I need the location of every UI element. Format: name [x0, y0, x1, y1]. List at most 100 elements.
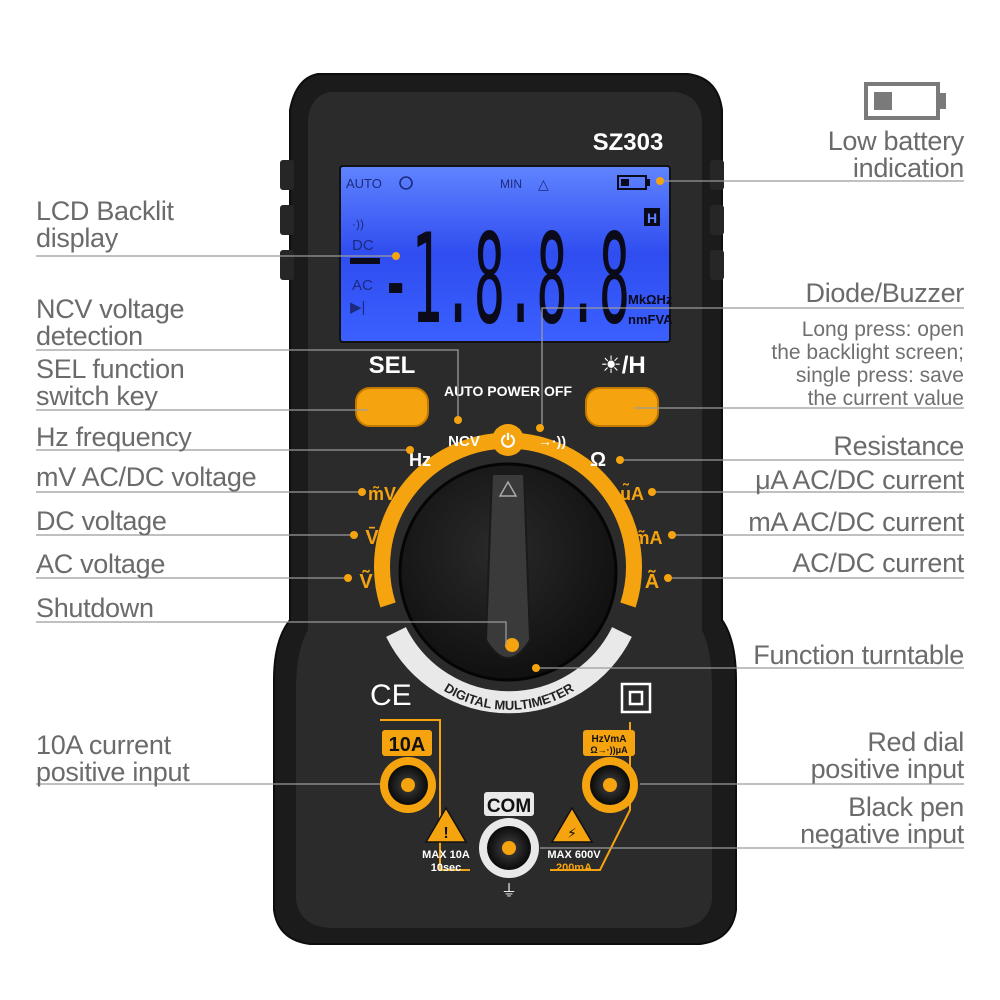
label-ma: mA AC/DC current: [748, 509, 964, 536]
power-icon: ⏻: [501, 431, 516, 451]
label-line: Shutdown: [36, 593, 154, 623]
label-shutdown: Shutdown: [36, 595, 154, 622]
lcd-min: MIN: [500, 177, 522, 191]
auto-power-off-text: AUTO POWER OFF: [444, 383, 573, 399]
label-resistance: Resistance: [833, 433, 964, 460]
knob-arrow: [498, 480, 518, 497]
label-hz: Hz frequency: [36, 422, 192, 452]
com-label-box: [484, 792, 534, 816]
jack-10a-label: 10A: [389, 734, 426, 756]
label-line: Low battery: [827, 126, 965, 156]
shutdown-dot: [505, 638, 519, 652]
ce-mark: CE: [370, 679, 412, 712]
dial-dcv: V̄: [365, 527, 379, 549]
dial-ohm: Ω: [590, 449, 606, 471]
sel-button[interactable]: [355, 387, 429, 427]
label-line: NCV voltage: [36, 294, 185, 324]
warning-icon-left: [424, 806, 468, 843]
knob-pointer[interactable]: [484, 473, 532, 659]
jack-10a-pin: [401, 778, 415, 792]
label-line: mV AC/DC voltage: [36, 462, 257, 492]
jack-10a-label-box: [382, 730, 432, 756]
label-line: switch key: [36, 381, 158, 411]
label-line: single press: save: [795, 364, 964, 387]
label-10a: 10A current positive input: [36, 730, 190, 787]
dial-ua: μ̃A: [620, 482, 644, 504]
backlight-hold-button[interactable]: [585, 387, 659, 427]
lcd-minus: [350, 258, 380, 264]
lcd-hold-box: [644, 208, 660, 226]
label-line: Black pen: [848, 792, 964, 822]
dial-mv: m̃V: [368, 484, 396, 504]
jack-right-label-2: Ω→·))μA: [590, 745, 628, 755]
label-line: Long press: open: [801, 318, 964, 341]
com-label: COM: [487, 796, 531, 817]
dial-ring-white: [386, 627, 632, 714]
label-line: negative input: [800, 819, 964, 849]
dial-hz: Hz: [409, 450, 431, 470]
dial-ma: m̃A: [633, 528, 662, 548]
label-line: positive input: [810, 754, 965, 784]
label-acdc: AC/DC current: [792, 550, 964, 577]
label-turntable: Function turntable: [753, 642, 964, 669]
max600v-line1: MAX 600V: [547, 849, 601, 861]
lcd-units-top: MkΩHz: [628, 292, 673, 307]
label-black-pen: Black pen negative input: [800, 794, 964, 848]
label-line: SEL function: [36, 354, 185, 384]
label-line: display: [36, 223, 118, 253]
label-line: indication: [852, 153, 964, 183]
lcd-delta: △: [538, 176, 549, 192]
label-line: DC voltage: [36, 506, 167, 536]
label-dcv: DC voltage: [36, 508, 167, 535]
lcd-ac: AC: [352, 277, 373, 294]
label-line: the backlight screen;: [771, 341, 964, 364]
lcd-dc: DC: [352, 237, 374, 254]
label-line: detection: [36, 321, 143, 351]
label-line: Diode/Buzzer: [805, 278, 965, 308]
label-line: Function turntable: [753, 640, 964, 670]
warning-mark-right: ⚡: [567, 825, 577, 841]
label-acv: AC voltage: [36, 551, 165, 578]
backlight-hold-label: ☀/H: [600, 352, 646, 379]
jack-right-label-box: [583, 730, 635, 756]
label-line: Hz frequency: [36, 422, 192, 452]
label-line: positive input: [36, 757, 190, 787]
sel-key-label: SEL: [369, 352, 416, 379]
label-line: the current value: [807, 387, 964, 410]
label-ua: μA AC/DC current: [755, 467, 964, 494]
label-line: Resistance: [833, 431, 964, 461]
lcd-battery-icon: [617, 175, 650, 190]
max10a-line2: 10sec: [431, 862, 462, 874]
label-line: μA AC/DC current: [755, 465, 964, 495]
power-off-position: [492, 424, 524, 456]
jack-red-pin: [603, 778, 617, 792]
label-diode-buzzer: Diode/Buzzer: [805, 278, 965, 308]
label-mv: mV AC/DC voltage: [36, 462, 257, 492]
low-battery-icon: [864, 82, 946, 120]
label-sel: SEL function switch key: [36, 356, 185, 410]
dial-acv: Ṽ: [359, 570, 373, 593]
max600v-line2: 200mA: [556, 862, 592, 874]
warning-mark-left: !: [443, 825, 448, 842]
label-low-battery: Low battery indication: [827, 126, 965, 183]
model-name: SZ303: [593, 129, 664, 156]
leader-lines: [36, 180, 964, 849]
label-line: LCD Backlit: [36, 196, 174, 226]
label-line: AC/DC current: [792, 548, 964, 578]
label-line: 10A current: [36, 730, 171, 760]
lcd-buzzer: ·)): [352, 217, 364, 231]
jack-com-pin: [502, 841, 516, 855]
jack-right-label-1: HzVmA: [591, 734, 626, 745]
ground-icon: ⏚: [501, 882, 517, 900]
dial-diode: →·)): [538, 433, 566, 449]
label-line: Red dial: [867, 727, 964, 757]
leader-dots: [344, 177, 676, 672]
side-grips: [280, 160, 724, 280]
lcd-digits: -1.8.8.8: [380, 208, 630, 352]
max10a-line1: MAX 10A: [422, 849, 470, 861]
dial-a: Ã: [645, 570, 659, 593]
lcd-diode-icon: ▶|: [350, 299, 365, 316]
label-line: AC voltage: [36, 549, 166, 579]
double-insulation-icon: [620, 682, 652, 714]
